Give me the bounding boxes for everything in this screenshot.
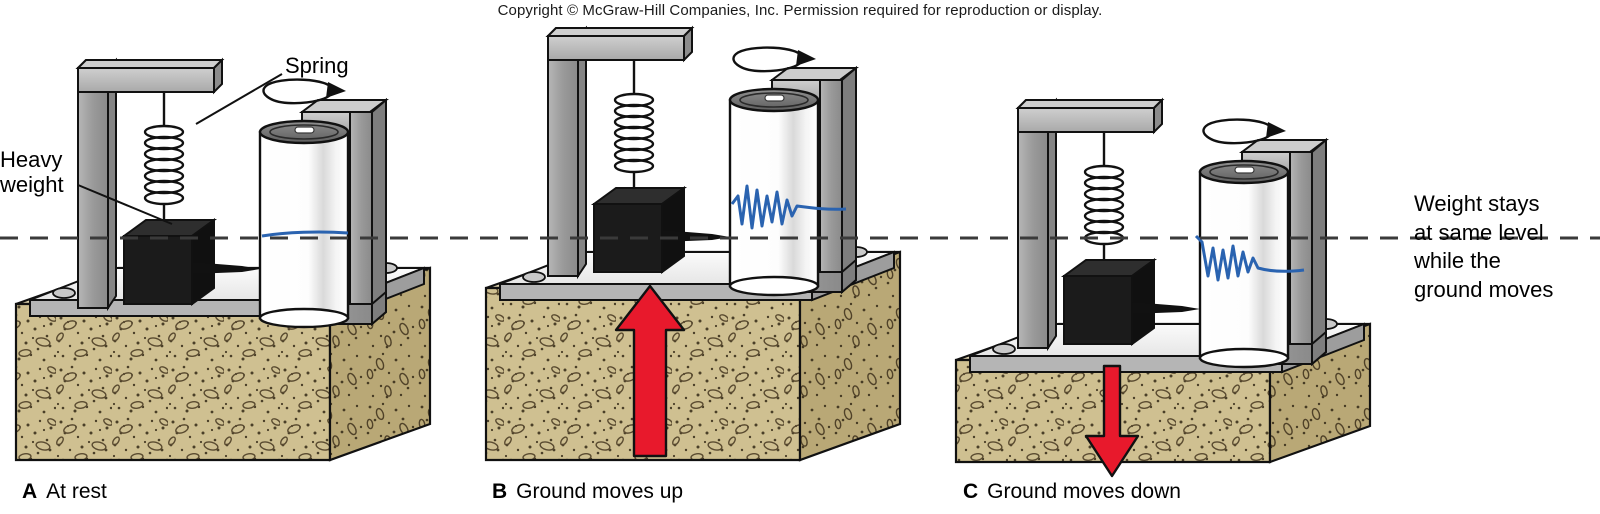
spring-label: Spring: [285, 53, 349, 78]
panel-b-caption-text: Ground moves up: [516, 480, 684, 503]
panel-b-ground-up-arrow: [614, 284, 686, 458]
weight-stays-note-line1: Weight stays: [1414, 191, 1540, 216]
panel-b-ground-up: [484, 26, 902, 462]
weight-stays-note: Weight stays at same level while the gro…: [1414, 190, 1553, 304]
panel-b-letter: B: [492, 480, 508, 503]
panel-a-caption-text: At rest: [46, 480, 107, 503]
heavy-weight-label-line2: weight: [0, 171, 64, 197]
panel-c-caption-text: Ground moves down: [987, 480, 1181, 503]
heavy-weight-leader-line: [77, 184, 173, 225]
panel-c-seismic-trace: [1194, 234, 1305, 282]
panel-a-at-rest: [14, 58, 432, 462]
panel-b-caption: B Ground moves up: [492, 480, 683, 504]
heavy-weight-label-line1: Heavy: [0, 147, 63, 172]
panel-a-seismic-trace: [261, 230, 349, 238]
panel-a-caption: A At rest: [22, 480, 107, 504]
copyright-notice: Copyright © McGraw-Hill Companies, Inc. …: [497, 2, 1103, 19]
panel-c-ground-down-arrow: [1084, 364, 1140, 478]
weight-stays-note-line3: while the: [1414, 248, 1501, 274]
panel-c-letter: C: [963, 480, 979, 503]
panel-b-seismic-trace: [730, 184, 847, 230]
panel-a-letter: A: [22, 480, 38, 503]
heavy-weight-label: Heavy weight: [0, 147, 64, 197]
spring-leader-line: [195, 73, 283, 125]
panel-c-ground-down: [954, 98, 1372, 478]
weight-stays-note-line2: at same level: [1414, 219, 1544, 245]
panel-c-caption: C Ground moves down: [963, 480, 1181, 504]
weight-stays-note-line4: ground moves: [1414, 276, 1554, 302]
